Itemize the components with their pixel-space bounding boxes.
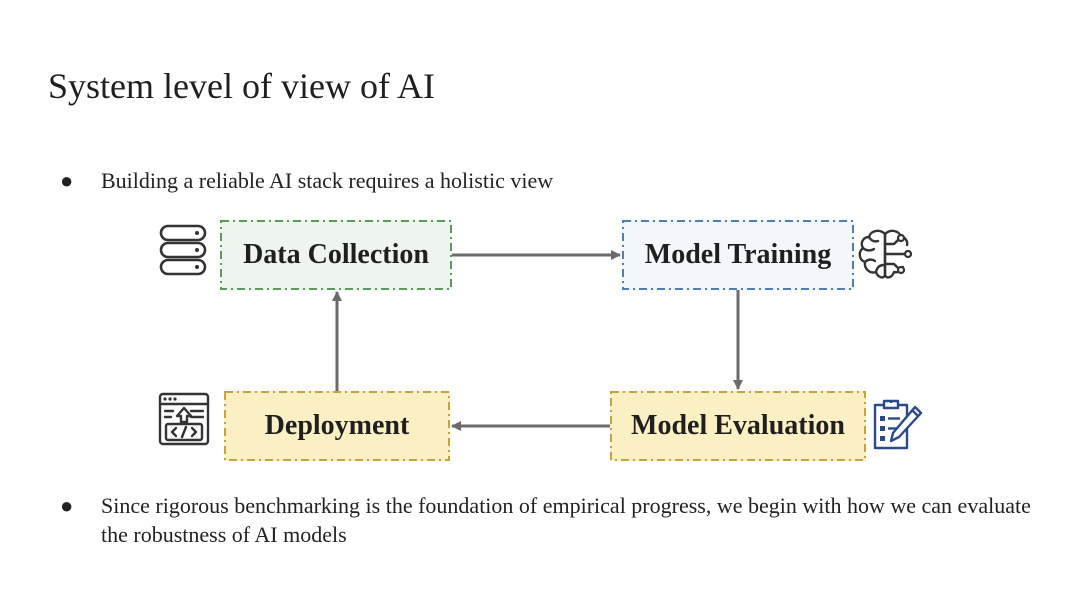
- bullet-text: Building a reliable AI stack requires a …: [101, 168, 554, 193]
- node-data-collection: Data Collection: [220, 220, 452, 290]
- bullet-marker: ●: [60, 168, 74, 193]
- database-icon: [159, 224, 207, 276]
- bullet-item: ● Building a reliable AI stack requires …: [60, 166, 700, 196]
- node-label: Deployment: [264, 410, 410, 441]
- slide-title: System level of view of AI: [48, 66, 435, 106]
- node-label: Data Collection: [243, 239, 429, 270]
- node-model-evaluation: Model Evaluation: [610, 391, 866, 461]
- node-deployment: Deployment: [224, 391, 450, 461]
- bullet-item: ● Since rigorous benchmarking is the fou…: [60, 491, 1060, 551]
- bullet-marker: ●: [60, 493, 74, 518]
- brain-circuit-icon: [858, 229, 913, 279]
- node-label: Model Training: [644, 239, 832, 270]
- node-label: Model Evaluation: [631, 410, 845, 441]
- clipboard-pen-icon: [873, 399, 923, 450]
- bullet-text: Since rigorous benchmarking is the found…: [101, 493, 1031, 547]
- code-deploy-window-icon: [158, 392, 210, 446]
- node-model-training: Model Training: [622, 220, 854, 290]
